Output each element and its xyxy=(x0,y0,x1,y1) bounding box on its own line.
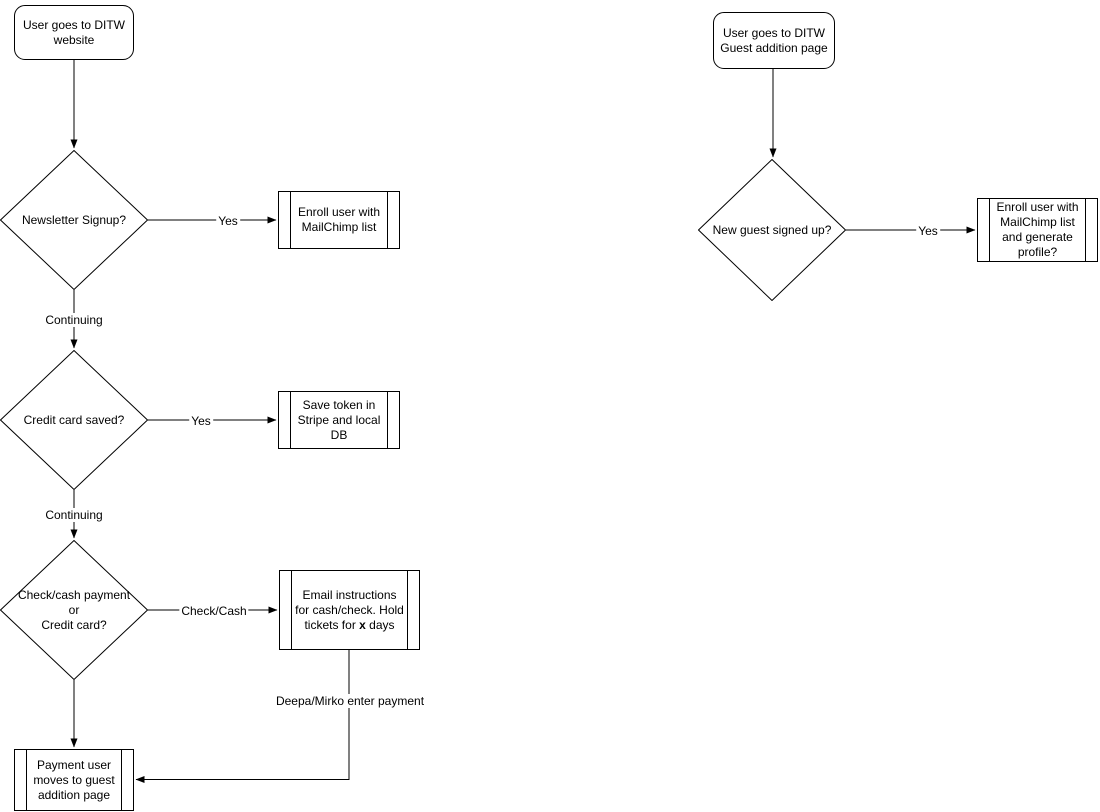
edge-label-continuing-1: Continuing xyxy=(43,313,105,327)
process-bar-right xyxy=(387,392,388,448)
diamond-shape xyxy=(0,350,148,490)
edge-label-check-cash: Check/Cash xyxy=(179,604,249,618)
start-node-website-label: User goes to DITW website xyxy=(22,17,126,47)
edge-email-to-moves xyxy=(135,650,350,783)
process-bar-right xyxy=(387,192,388,248)
process-bar-right xyxy=(121,750,122,810)
diamond-shape xyxy=(0,540,148,680)
edge-label-yes-credit: Yes xyxy=(189,414,213,428)
decision-payment-method-label: Check/cash payment or Credit card? xyxy=(17,587,131,632)
edge-label-yes-newsletter: Yes xyxy=(216,214,240,228)
process-bar-left xyxy=(290,392,291,448)
decision-credit-card-saved-label: Credit card saved? xyxy=(23,412,125,427)
decision-newsletter-signup-label: Newsletter Signup? xyxy=(21,212,127,227)
decision-new-guest-signed-up-label: New guest signed up? xyxy=(712,222,832,237)
process-enroll-generate-profile-label: Enroll user with MailChimp list and gene… xyxy=(996,200,1079,259)
process-save-token: Save token in Stripe and local DB xyxy=(278,391,400,449)
start-node-guest-page-label: User goes to DITW Guest addition page xyxy=(720,25,828,55)
edge-label-continuing-2: Continuing xyxy=(43,508,105,522)
process-bar-left xyxy=(989,199,990,261)
process-payment-user-moves: Payment user moves to guest addition pag… xyxy=(14,749,134,811)
process-enroll-mailchimp: Enroll user with MailChimp list xyxy=(278,191,400,249)
decision-credit-card-saved: Credit card saved? xyxy=(0,350,148,490)
process-enroll-mailchimp-label: Enroll user with MailChimp list xyxy=(297,205,381,234)
diamond-shape xyxy=(0,150,148,290)
decision-payment-method: Check/cash payment or Credit card? xyxy=(0,540,148,680)
process-save-token-label: Save token in Stripe and local DB xyxy=(297,397,381,442)
decision-newsletter-signup: Newsletter Signup? xyxy=(0,150,148,290)
process-bar-left xyxy=(290,192,291,248)
edge-label-deepa-mirko: Deepa/Mirko enter payment xyxy=(273,694,427,708)
process-email-instructions-label: Email instructions for cash/check. Hold … xyxy=(295,587,404,632)
process-email-instructions: Email instructions for cash/check. Hold … xyxy=(279,570,420,650)
process-bar-left xyxy=(291,571,292,649)
process-bar-left xyxy=(26,750,27,810)
process-bar-right xyxy=(407,571,408,649)
process-bar-right xyxy=(1085,199,1086,261)
process-payment-user-moves-label: Payment user moves to guest addition pag… xyxy=(33,757,115,802)
diamond-shape xyxy=(698,159,846,301)
start-node-website: User goes to DITW website xyxy=(14,5,134,60)
process-enroll-generate-profile: Enroll user with MailChimp list and gene… xyxy=(977,198,1098,262)
decision-new-guest-signed-up: New guest signed up? xyxy=(698,159,846,301)
start-node-guest-page: User goes to DITW Guest addition page xyxy=(713,12,835,69)
edge-label-yes-new-guest: Yes xyxy=(916,224,940,238)
